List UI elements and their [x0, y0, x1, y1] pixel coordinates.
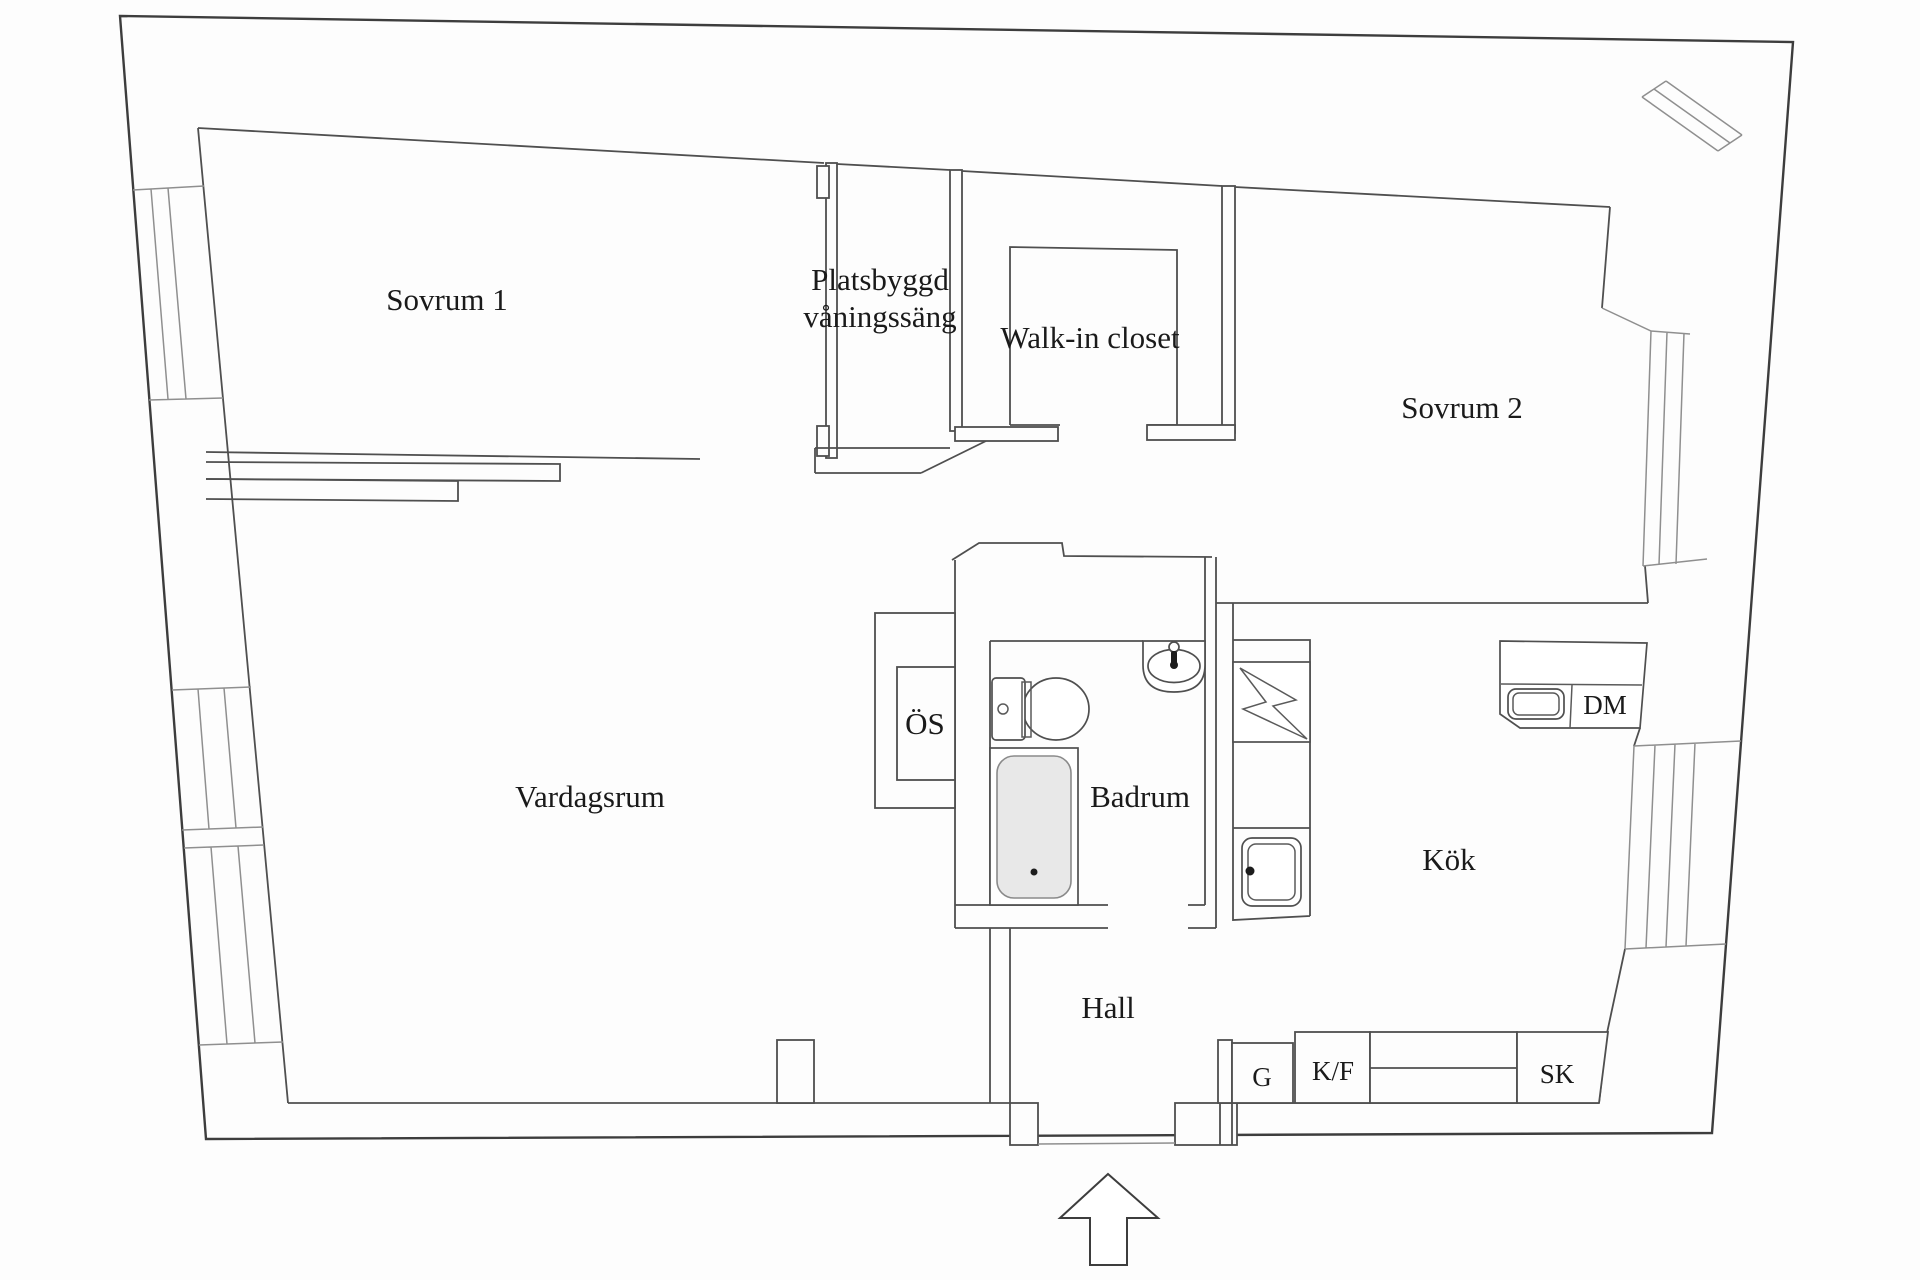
window-icon — [171, 686, 264, 831]
fireplace-inner — [896, 666, 956, 781]
bed-post-notch-top — [816, 165, 830, 199]
inner-edge-top-bed-niche — [836, 163, 951, 171]
fireplace — [874, 612, 956, 809]
outer-wall — [118, 14, 1795, 1141]
sovrum1-walls — [205, 451, 701, 502]
entrance-jamb-left — [1009, 1102, 1039, 1146]
window-icon — [1641, 80, 1743, 152]
inner-edge-right-kok-lower — [1598, 948, 1626, 1104]
washbasin-tap-knob — [1168, 641, 1180, 653]
label-badrum: Badrum — [1090, 779, 1190, 814]
windows-left — [132, 185, 284, 1046]
inner-edge-right-kok-upper — [1633, 727, 1641, 747]
entrance-jamb-lines — [1219, 1103, 1233, 1145]
cabinet-row — [1231, 1031, 1610, 1104]
label-kok: Kök — [1422, 842, 1476, 877]
window-icon — [1601, 307, 1708, 567]
kitchen-sink-faucet-icon — [1245, 866, 1255, 876]
toilet-flush-button — [997, 703, 1009, 715]
dm-counter-dividers — [1500, 683, 1643, 729]
entrance-arrow-icon — [1057, 1172, 1161, 1266]
cabinet-g — [1231, 1042, 1294, 1104]
bathtub-basin — [996, 755, 1072, 899]
inner-edge-top-sovrum2 — [1234, 186, 1611, 208]
inner-edge-top-sovrum1 — [197, 127, 825, 164]
sovrum1-bottom-wall — [205, 451, 701, 460]
entrance-jamb-right — [1174, 1102, 1238, 1146]
label-platsbyggd-line2: våningssäng — [803, 299, 956, 334]
inner-edge-right-sovrum2 — [1601, 206, 1611, 309]
label-walkin: Walk-in closet — [1000, 320, 1180, 355]
label-hall: Hall — [1081, 990, 1134, 1025]
sovrum1-shelf-upper — [205, 461, 561, 482]
inner-edge-top-walkin — [961, 170, 1223, 187]
entrance-arrow — [1057, 1172, 1161, 1266]
bed-niche-left-wall — [825, 162, 838, 459]
kitchen-sink-outline — [1241, 837, 1302, 907]
label-vardagsrum: Vardagsrum — [515, 779, 665, 814]
walk-in-closet-walls — [1009, 185, 1236, 441]
label-sk: SK — [1540, 1059, 1575, 1089]
label-kf: K/F — [1312, 1056, 1354, 1086]
sovrum1-shelf-lower — [205, 478, 459, 502]
bathroom-top-outer — [951, 542, 1213, 561]
washbasin — [1142, 640, 1206, 693]
entrance-threshold — [1037, 1142, 1176, 1145]
corridor-ledge-left — [954, 426, 1059, 442]
room-labels: Sovrum 1 Platsbyggd våningssäng Walk-in … — [386, 262, 1626, 1092]
window-icon — [183, 844, 284, 1046]
walkin-right-wall — [1221, 185, 1236, 434]
bathtub-drain — [1030, 868, 1038, 876]
stove — [1232, 661, 1311, 743]
label-dm: DM — [1583, 690, 1627, 720]
label-sovrum2: Sovrum 2 — [1401, 390, 1522, 425]
cabinet-kf — [1294, 1031, 1371, 1104]
cabinet-sk — [1516, 1031, 1610, 1104]
inner-edge-right-mid — [1644, 565, 1649, 604]
washbasin-tap-stem — [1171, 651, 1177, 664]
toilet-hinge — [1021, 681, 1032, 738]
kitchen-sink — [1233, 827, 1310, 907]
outer-boundary — [118, 14, 1795, 1141]
bathtub — [989, 747, 1079, 906]
windows-right — [1601, 80, 1743, 950]
label-os: ÖS — [905, 706, 945, 741]
g-cabinet-pillar — [1217, 1039, 1233, 1104]
hall-walls — [776, 928, 1238, 1146]
corridor-band — [814, 440, 987, 474]
label-g: G — [1252, 1062, 1272, 1092]
toilet — [991, 677, 1090, 741]
window-icon — [1624, 740, 1742, 950]
corridor-walls — [814, 426, 1059, 474]
dm-sink-outline — [1507, 688, 1565, 720]
toilet-bowl — [1022, 677, 1090, 741]
window-icon — [132, 185, 224, 401]
dishwasher-counter — [1499, 640, 1648, 729]
hall-pillar — [776, 1039, 815, 1104]
label-sovrum1: Sovrum 1 — [386, 282, 507, 317]
washbasin-tap-base — [1170, 661, 1178, 669]
walkin-ledge-right — [1146, 424, 1236, 441]
bed-niche-walls — [816, 162, 963, 459]
bed-post-notch-bottom — [816, 425, 830, 457]
label-platsbyggd-line1: Platsbyggd — [811, 262, 949, 297]
stove-lightning-icon — [1239, 667, 1308, 740]
inner-edge-left — [197, 127, 289, 1104]
dm-sink-basin — [1512, 692, 1560, 716]
